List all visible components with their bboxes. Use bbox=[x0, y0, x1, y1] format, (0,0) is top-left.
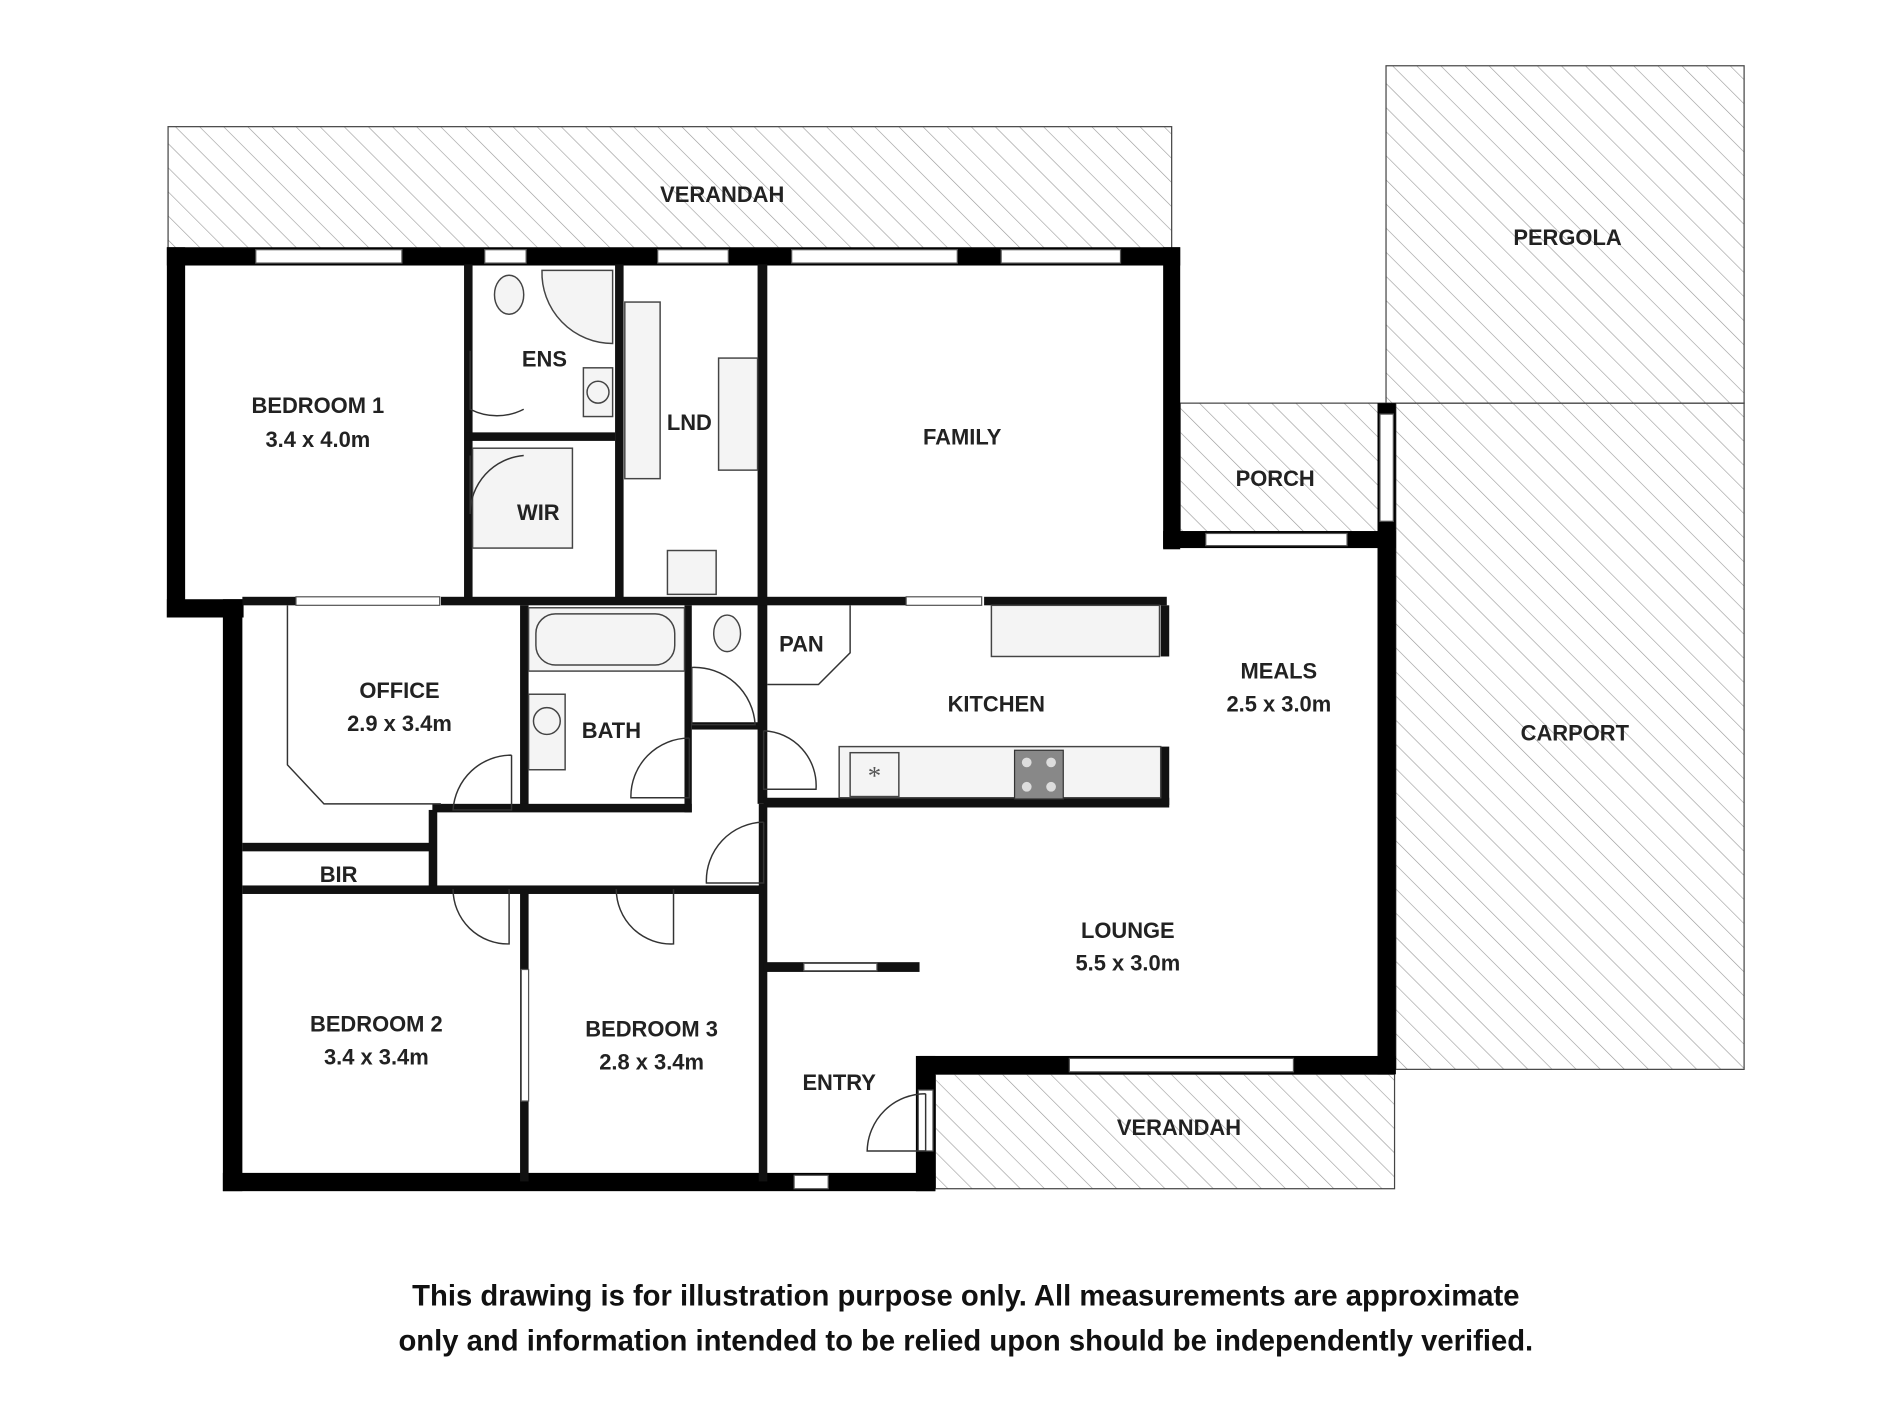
office-robe bbox=[286, 605, 441, 805]
carport bbox=[1395, 402, 1745, 1070]
label-family: FAMILY bbox=[923, 425, 1002, 450]
wir-shelf bbox=[471, 447, 574, 549]
interior-walls bbox=[242, 264, 1170, 1182]
label-bedroom2: BEDROOM 2 bbox=[310, 1012, 443, 1037]
door-bed3 bbox=[615, 889, 675, 945]
door-hall bbox=[705, 821, 765, 884]
overhead-cupboard bbox=[990, 604, 1161, 658]
door-bed2 bbox=[452, 889, 510, 945]
pantry-shelf bbox=[767, 605, 851, 686]
pergola bbox=[1385, 65, 1745, 404]
label-bedroom3: BEDROOM 3 bbox=[585, 1016, 718, 1041]
label-office: OFFICE bbox=[359, 678, 439, 703]
label-lounge: LOUNGE bbox=[1081, 918, 1175, 943]
door-bath bbox=[630, 737, 691, 799]
disclaimer-line2: only and information intended to be reli… bbox=[398, 1326, 1533, 1358]
size-bedroom3: 2.8 x 3.4m bbox=[599, 1049, 704, 1074]
disclaimer: This drawing is for illustration purpose… bbox=[398, 1281, 1533, 1358]
outdoor-areas bbox=[167, 65, 1745, 1190]
label-ens: ENS bbox=[522, 347, 567, 372]
label-bedroom1: BEDROOM 1 bbox=[252, 393, 385, 418]
label-entry: ENTRY bbox=[802, 1070, 876, 1095]
svg-text:*: * bbox=[868, 760, 881, 790]
doors bbox=[452, 350, 927, 1152]
label-bath: BATH bbox=[582, 718, 641, 743]
label-lnd: LND bbox=[667, 410, 712, 435]
label-carport: CARPORT bbox=[1521, 721, 1630, 746]
size-bedroom1: 3.4 x 4.0m bbox=[266, 427, 371, 452]
size-bedroom2: 3.4 x 3.4m bbox=[324, 1044, 429, 1069]
label-wir: WIR bbox=[517, 500, 560, 525]
verandah-top bbox=[167, 126, 1173, 250]
label-pergola: PERGOLA bbox=[1513, 225, 1622, 250]
label-pan: PAN bbox=[779, 632, 824, 657]
door-ens bbox=[469, 350, 525, 417]
label-meals: MEALS bbox=[1241, 658, 1318, 683]
label-verandah-top: VERANDAH bbox=[660, 182, 784, 207]
disclaimer-line1: This drawing is for illustration purpose… bbox=[412, 1281, 1519, 1313]
windows bbox=[255, 249, 1394, 1190]
laundry-tub-icon bbox=[666, 549, 717, 596]
toilet-icon bbox=[493, 274, 525, 315]
cooktop-icon bbox=[1013, 749, 1064, 800]
size-lounge: 5.5 x 3.0m bbox=[1075, 951, 1180, 976]
shower-icon bbox=[541, 269, 614, 345]
laundry-cupboard bbox=[717, 357, 759, 471]
size-office: 2.9 x 3.4m bbox=[347, 711, 452, 736]
door-entry bbox=[866, 1092, 927, 1152]
fixtures: * bbox=[286, 269, 1162, 805]
label-verandah-bottom: VERANDAH bbox=[1117, 1115, 1241, 1140]
verandah-bottom bbox=[934, 1073, 1396, 1190]
label-porch: PORCH bbox=[1236, 466, 1315, 491]
door-wc bbox=[691, 666, 756, 726]
labels: VERANDAH PERGOLA PORCH CARPORT VERANDAH … bbox=[252, 182, 1630, 1140]
laundry-bench bbox=[624, 301, 661, 480]
door-wir bbox=[469, 454, 524, 514]
toilet-icon bbox=[712, 614, 742, 653]
label-kitchen: KITCHEN bbox=[948, 691, 1045, 716]
size-meals: 2.5 x 3.0m bbox=[1226, 691, 1331, 716]
door-kitchen bbox=[762, 730, 817, 790]
label-bir: BIR bbox=[320, 862, 358, 887]
door-office bbox=[452, 754, 513, 811]
sink-icon bbox=[849, 751, 900, 798]
porch bbox=[1179, 402, 1387, 533]
